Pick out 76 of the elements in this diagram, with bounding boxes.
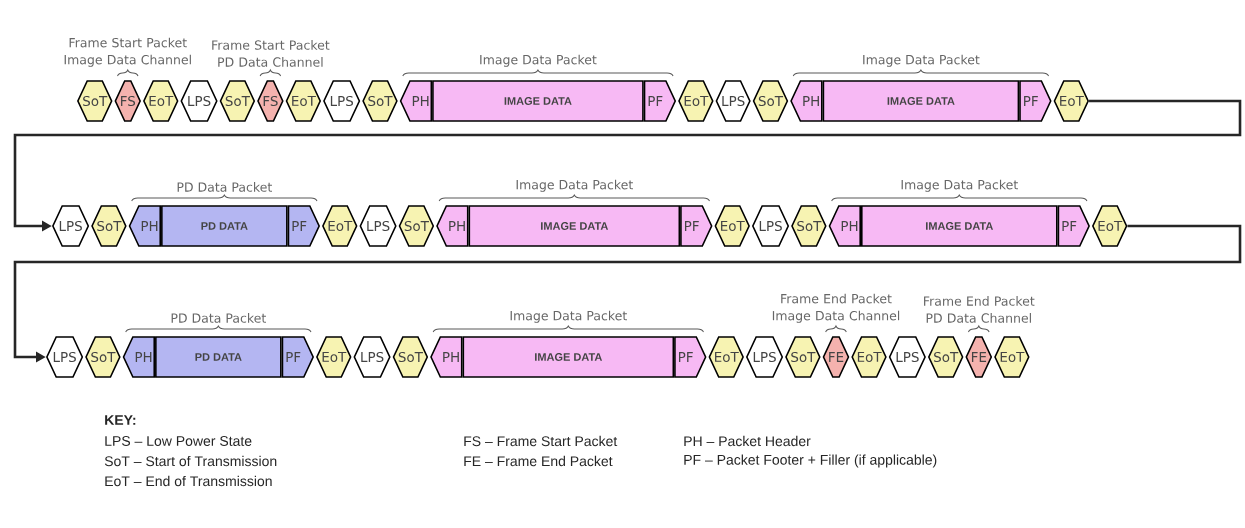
packet-label: Image Data Packet bbox=[510, 310, 627, 323]
hexagon-segment: SoT bbox=[398, 205, 435, 247]
hexagon-segment: LPS bbox=[715, 80, 751, 122]
packet-label: Image Data Packet bbox=[901, 179, 1018, 192]
packet-label: Image Data Packet bbox=[516, 179, 633, 192]
hexagon-segment: SoT bbox=[752, 80, 789, 122]
footer-segment: PF bbox=[674, 336, 707, 378]
packet-label: Image Data Packet bbox=[480, 54, 597, 67]
key-entry: PH – Packet Header bbox=[684, 435, 811, 447]
packet-label: Frame End Packet PD Data Channel bbox=[924, 296, 1035, 323]
hexagon-segment: SoT bbox=[392, 336, 429, 378]
hexagon-segment: FS bbox=[257, 80, 284, 122]
header-segment: PH bbox=[430, 336, 463, 378]
header-segment: PH bbox=[122, 336, 156, 378]
hexagon-segment: LPS bbox=[323, 80, 361, 122]
data-block: IMAGE DATA bbox=[462, 336, 675, 378]
data-block: IMAGE DATA bbox=[432, 80, 644, 122]
hexagon-segment: SoT bbox=[791, 205, 827, 247]
header-segment: PH bbox=[128, 205, 162, 247]
hexagon-segment: EoT bbox=[708, 336, 744, 378]
footer-segment: PF bbox=[281, 336, 315, 378]
data-block: PD DATA bbox=[155, 336, 282, 378]
hexagon-segment: EoT bbox=[851, 336, 887, 378]
data-block: IMAGE DATA bbox=[468, 205, 681, 247]
footer-segment: PF bbox=[643, 80, 677, 122]
packet-label: Frame End Packet Image Data Channel bbox=[772, 293, 900, 323]
header-segment: PH bbox=[399, 80, 433, 122]
hexagon-segment: LPS bbox=[52, 205, 90, 247]
hexagon-segment: LPS bbox=[46, 336, 84, 378]
hexagon-segment: LPS bbox=[180, 80, 218, 122]
hexagon-segment: SoT bbox=[91, 205, 127, 247]
hexagon-segment: SoT bbox=[77, 80, 113, 122]
packet-label: Frame Start Packet Image Data Channel bbox=[64, 37, 191, 67]
footer-segment: PF bbox=[287, 205, 321, 247]
hexagon-segment: SoT bbox=[785, 336, 821, 378]
header-segment: PH bbox=[828, 205, 861, 247]
packet-label: Frame Start Packet PD Data Channel bbox=[212, 40, 330, 67]
footer-segment: PF bbox=[1057, 205, 1090, 247]
packet-label: Image Data Packet bbox=[863, 54, 980, 67]
hexagon-segment: FE bbox=[965, 336, 993, 378]
key-entry: FS – Frame Start Packet bbox=[464, 435, 618, 447]
hexagon-segment: EoT bbox=[1053, 80, 1090, 122]
data-block: PD DATA bbox=[161, 205, 288, 247]
key-entry: PF – Packet Footer + Filler (if applicable) bbox=[684, 454, 937, 468]
hexagon-segment: FE bbox=[822, 336, 850, 378]
key-entry: EoT – End of Transmission bbox=[105, 475, 272, 487]
hexagon-segment: SoT bbox=[219, 80, 256, 122]
hexagon-segment: FS bbox=[114, 80, 141, 122]
hexagon-segment: EoT bbox=[322, 205, 358, 247]
key-heading: KEY: bbox=[105, 415, 136, 425]
hexagon-segment: SoT bbox=[362, 80, 398, 122]
hexagon-segment: LPS bbox=[353, 336, 391, 378]
hexagon-segment: EoT bbox=[316, 336, 352, 378]
key-entry: FE – Frame End Packet bbox=[464, 455, 613, 467]
footer-segment: PF bbox=[1019, 80, 1052, 122]
hexagon-segment: EoT bbox=[714, 205, 750, 247]
hexagon-segment: EoT bbox=[1092, 205, 1128, 247]
packet-label: PD Data Packet bbox=[177, 182, 272, 192]
hexagon-segment: SoT bbox=[927, 336, 964, 378]
header-segment: PH bbox=[790, 80, 823, 122]
footer-segment: PF bbox=[680, 205, 713, 247]
key-entry: SoT – Start of Transmission bbox=[104, 455, 277, 467]
hexagon-segment: LPS bbox=[751, 205, 790, 247]
hexagon-segment: LPS bbox=[888, 336, 926, 378]
hexagon-segment: EoT bbox=[678, 80, 714, 122]
hexagon-segment: SoT bbox=[85, 336, 121, 378]
data-block: IMAGE DATA bbox=[822, 80, 1020, 122]
hexagon-segment: LPS bbox=[745, 336, 784, 378]
data-block: IMAGE DATA bbox=[861, 205, 1058, 247]
hexagon-segment: LPS bbox=[359, 205, 397, 247]
hexagon-segment: EoT bbox=[143, 80, 179, 122]
hexagon-segment: EoT bbox=[285, 80, 322, 122]
hexagon-segment: EoT bbox=[994, 336, 1030, 378]
packet-label: PD Data Packet bbox=[171, 313, 266, 323]
key-entry: LPS – Low Power State bbox=[105, 436, 252, 446]
header-segment: PH bbox=[436, 205, 469, 247]
